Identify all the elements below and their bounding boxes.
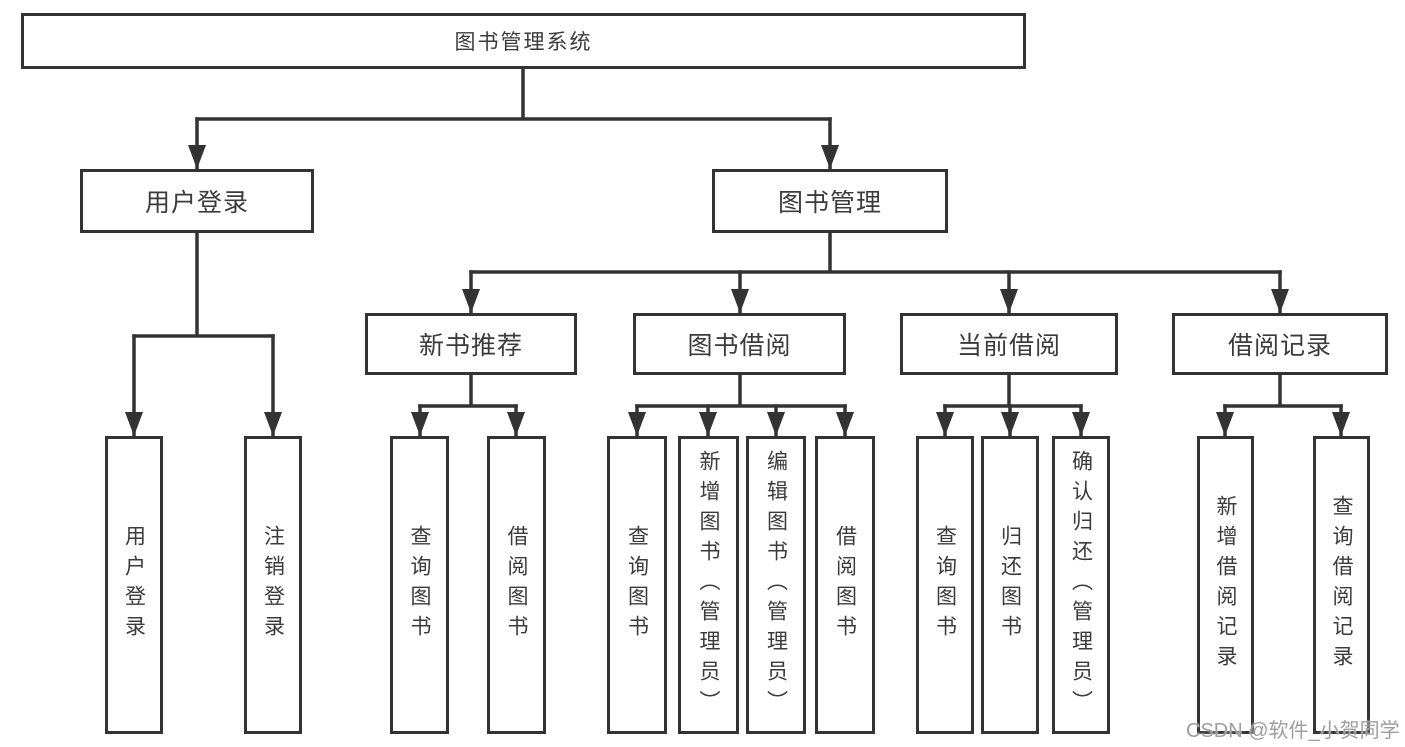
leaf-logout: 注销登录 xyxy=(244,436,302,734)
leaf-label: 新增图书（管理员） xyxy=(697,450,721,720)
leaf-borrowing-add-book-admin: 新增图书（管理员） xyxy=(678,436,739,734)
leaf-borrowing-borrow-books: 借阅图书 xyxy=(815,436,875,734)
leaf-newbooks-borrow-books: 借阅图书 xyxy=(487,436,546,734)
leaf-current-query-books: 查询图书 xyxy=(916,436,974,734)
node-label: 图书管理 xyxy=(777,189,882,217)
leaf-label: 查询图书 xyxy=(408,525,432,645)
node-user-login: 用户登录 xyxy=(80,169,314,233)
node-label: 图书管理系统 xyxy=(454,31,593,54)
leaf-records-query-borrow-record: 查询借阅记录 xyxy=(1313,436,1370,734)
node-book-borrowing: 图书借阅 xyxy=(633,313,846,375)
node-current-borrowing: 当前借阅 xyxy=(900,313,1118,375)
leaf-label: 查询图书 xyxy=(933,525,957,645)
leaf-label: 查询图书 xyxy=(625,525,649,645)
leaf-label: 查询借阅记录 xyxy=(1330,495,1354,675)
leaf-label: 借阅图书 xyxy=(505,525,529,645)
node-label: 新书推荐 xyxy=(418,332,523,360)
leaf-label: 归还图书 xyxy=(998,525,1022,645)
leaf-records-add-borrow-record: 新增借阅记录 xyxy=(1197,436,1254,734)
node-label: 图书借阅 xyxy=(687,332,792,360)
node-book-management: 图书管理 xyxy=(712,169,948,233)
leaf-label: 确认归还（管理员） xyxy=(1069,450,1093,720)
node-borrowing-records: 借阅记录 xyxy=(1172,313,1388,375)
leaf-label: 用户登录 xyxy=(122,525,146,645)
watermark: CSDN @软件_小贺同学 xyxy=(1186,720,1400,742)
leaf-newbooks-query-books: 查询图书 xyxy=(390,436,449,734)
leaf-user-login: 用户登录 xyxy=(105,436,163,734)
node-root: 图书管理系统 xyxy=(21,13,1026,69)
node-new-book-recommendation: 新书推荐 xyxy=(365,313,577,375)
leaf-label: 编辑图书（管理员） xyxy=(764,450,788,720)
node-label: 借阅记录 xyxy=(1227,332,1332,360)
leaf-borrowing-query-books: 查询图书 xyxy=(607,436,667,734)
node-label: 当前借阅 xyxy=(956,332,1061,360)
leaf-label: 新增借阅记录 xyxy=(1214,495,1238,675)
leaf-label: 借阅图书 xyxy=(833,525,857,645)
node-label: 用户登录 xyxy=(144,189,249,217)
leaf-label: 注销登录 xyxy=(261,525,285,645)
leaf-current-return-book: 归还图书 xyxy=(981,436,1039,734)
leaf-current-confirm-return-admin: 确认归还（管理员） xyxy=(1052,436,1110,734)
leaf-borrowing-edit-book-admin: 编辑图书（管理员） xyxy=(746,436,806,734)
